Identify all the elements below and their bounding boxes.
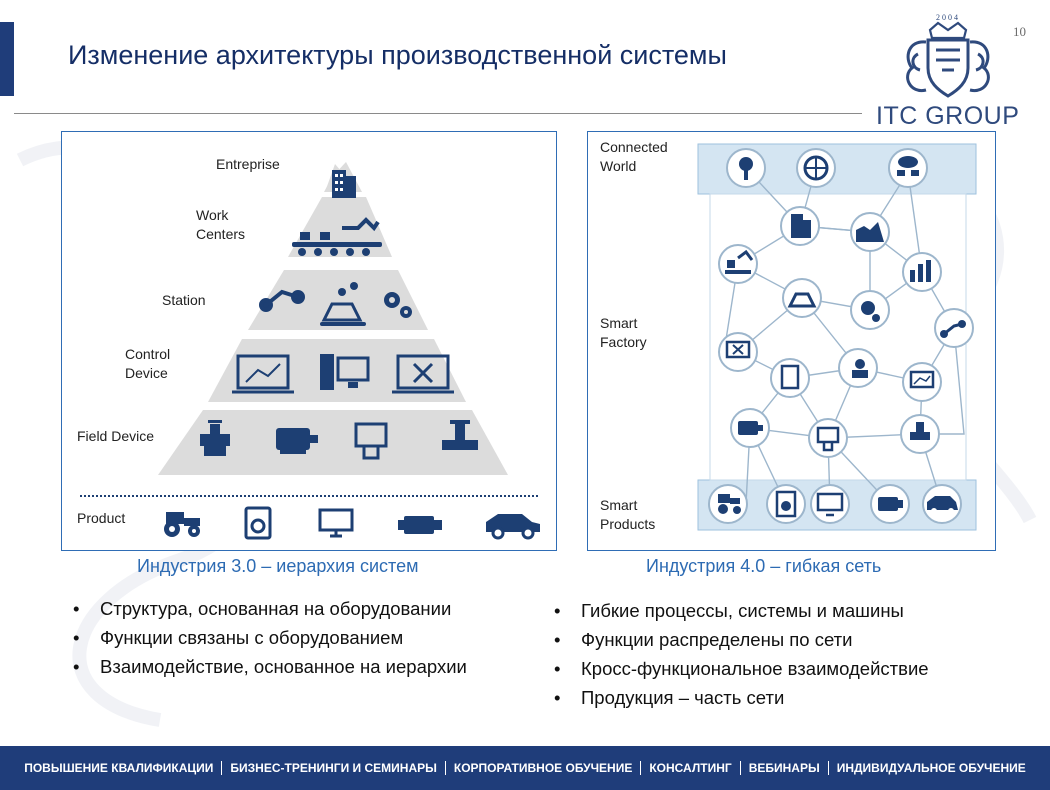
slide-title: Изменение архитектуры производственной с… — [68, 40, 727, 70]
desktop-pc-icon — [320, 354, 370, 390]
level-entreprise-label: Entreprise — [216, 156, 280, 172]
globe-icon — [796, 148, 836, 188]
building-icon — [332, 170, 356, 198]
valve-node-icon — [900, 414, 940, 454]
bullet-item: Гибкие процессы, системы и машины — [548, 596, 1028, 625]
itc-crest-icon: 2004 — [906, 13, 990, 98]
motor-icon — [276, 428, 318, 454]
laptop-chart-node-icon — [902, 362, 942, 402]
product-engine-icon — [870, 484, 910, 524]
footer-item-trainings[interactable]: БИЗНЕС-ТРЕНИНГИ И СЕМИНАРЫ — [221, 761, 445, 775]
level-product-label: Product — [77, 510, 125, 526]
bullet-item: Взаимодействие, основанное на иерархии — [67, 652, 537, 681]
control-device-line2: Device — [125, 365, 168, 381]
car-icon — [486, 514, 540, 540]
assembly-line-node-icon — [718, 244, 758, 284]
bullet-item: Кросс-функциональное взаимодействие — [548, 654, 1028, 683]
footer-item-consulting[interactable]: КОНСАЛТИНГ — [640, 761, 739, 775]
network-links — [723, 167, 965, 505]
valve-icon — [200, 420, 230, 456]
connected-world-line1: Connected — [600, 139, 668, 155]
industry-4-bullets: Гибкие процессы, системы и машины Функци… — [548, 596, 1028, 712]
bullet-item: Функции распределены по сети — [548, 625, 1028, 654]
factory-node-icon — [850, 212, 890, 252]
robot-arm-icon — [259, 289, 305, 312]
smart-factory-line2: Factory — [600, 334, 647, 350]
footer-item-qualification[interactable]: ПОВЫШЕНИЕ КВАЛИФИКАЦИИ — [24, 761, 214, 775]
building-node-icon — [780, 206, 820, 246]
conveyor-node-icon — [782, 278, 822, 318]
laptop-chart-icon — [232, 354, 294, 394]
product-tractor-icon — [708, 484, 748, 524]
engine-icon — [398, 516, 442, 534]
footer-bar: ПОВЫШЕНИЕ КВАЛИФИКАЦИИ БИЗНЕС-ТРЕНИНГИ И… — [0, 746, 1050, 790]
level-station-label: Station — [162, 292, 206, 308]
industry-chart-node-icon — [902, 252, 942, 292]
work-centers-line1: Work — [196, 207, 229, 223]
footer-item-individual[interactable]: ИНДИВИДУАЛЬНОЕ ОБУЧЕНИЕ — [827, 761, 1034, 775]
logo-wordmark: ITC GROUP — [876, 102, 1020, 130]
gears-node-icon — [850, 290, 890, 330]
title-accent-bar — [0, 22, 14, 96]
bullet-item: Продукция – часть сети — [548, 683, 1028, 712]
calculator-node-icon — [770, 358, 810, 398]
level-field-device-label: Field Device — [77, 428, 154, 444]
sensor-panel-node-icon — [808, 418, 848, 458]
tractor-icon — [164, 512, 200, 537]
title-divider — [14, 113, 862, 114]
robot-arm-node-icon — [934, 308, 974, 348]
product-car-icon — [922, 484, 962, 524]
washing-machine-icon — [244, 506, 272, 540]
product-washing-machine-icon — [766, 484, 806, 524]
footer-item-webinars[interactable]: ВЕБИНАРЫ — [739, 761, 828, 775]
monitor-icon — [318, 508, 354, 538]
cloud-network-icon — [888, 148, 928, 188]
page-number: 10 — [1013, 24, 1026, 39]
pyramid-tier-5 — [158, 410, 508, 475]
cloud-tree-icon — [726, 148, 766, 188]
industry-3-bullets: Структура, основанная на оборудовании Фу… — [67, 594, 537, 681]
industry-3-caption: Индустрия 3.0 – иерархия систем — [137, 556, 419, 576]
gears-icon — [384, 292, 412, 318]
laptop-tools-node-icon — [718, 332, 758, 372]
laptop-tools-icon — [392, 354, 454, 394]
footer-item-corporate[interactable]: КОРПОРАТИВНОЕ ОБУЧЕНИЕ — [444, 761, 640, 775]
pyramid-tier-3 — [248, 270, 428, 330]
industry-4-caption: Индустрия 4.0 – гибкая сеть — [646, 556, 882, 576]
assembly-line-icon — [292, 217, 382, 256]
operator-node-icon — [838, 348, 878, 388]
control-device-line1: Control — [125, 346, 170, 362]
smart-products-line1: Smart — [600, 497, 637, 513]
smart-factory-line1: Smart — [600, 315, 637, 331]
sensor-panel-icon — [354, 422, 388, 460]
bullet-item: Структура, основанная на оборудовании — [67, 594, 537, 623]
logo-year: 2004 — [936, 13, 960, 22]
motor-node-icon — [730, 408, 770, 448]
pipe-valve-icon — [442, 420, 478, 450]
smart-products-line2: Products — [600, 516, 655, 532]
bullet-item: Функции связаны с оборудованием — [67, 623, 537, 652]
work-centers-line2: Centers — [196, 226, 245, 242]
conveyor-robot-icon — [320, 282, 366, 326]
product-monitor-icon — [810, 484, 850, 524]
connected-world-line2: World — [600, 158, 636, 174]
